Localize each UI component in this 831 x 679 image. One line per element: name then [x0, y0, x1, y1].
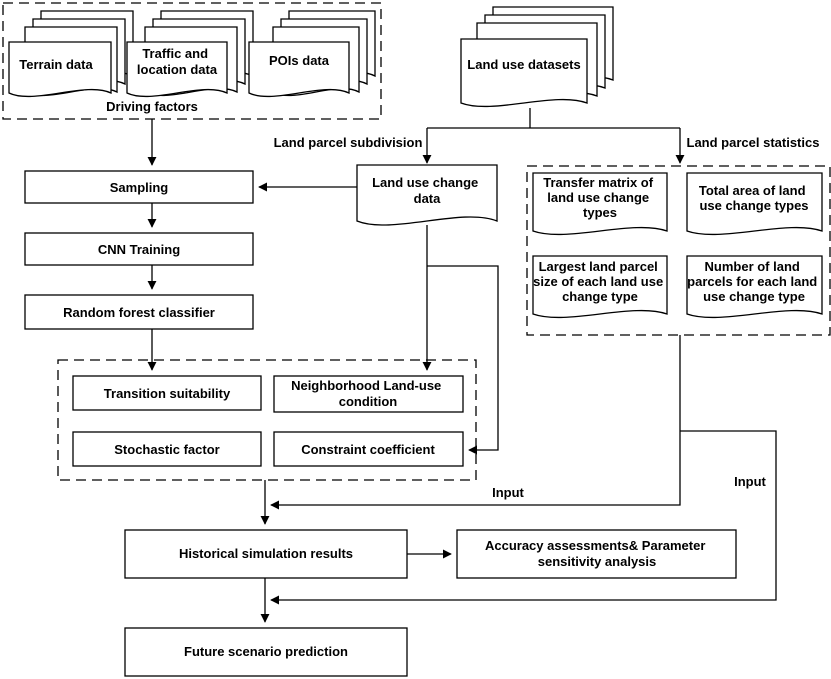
transition-suitability-box — [72, 375, 262, 411]
historical-simulation-label: Historical simulation results — [179, 546, 353, 561]
driving-factors-group: Terrain data Traffic and location data P… — [2, 2, 382, 120]
terrain-data-doc — [8, 41, 112, 98]
cnn-training-label: CNN Training — [98, 242, 180, 257]
land-use-change-data-label: Land use change data — [372, 175, 482, 206]
number-parcels-doc — [686, 255, 823, 319]
simulation-factors-group: Transition suitability Neighborhood Land… — [57, 359, 477, 481]
land-parcel-subdivision-label: Land parcel subdivision — [274, 135, 423, 150]
terrain-data-stack: Terrain data — [8, 10, 134, 98]
sampling-box — [24, 170, 254, 204]
arrow-statistics-input-to-historical — [270, 335, 681, 510]
neighborhood-label: Neighborhood Land-use condition — [291, 378, 445, 409]
driving-factors-label: Driving factors — [106, 99, 198, 114]
stochastic-factor-box — [72, 431, 262, 467]
total-area-doc — [686, 172, 823, 236]
input-label-historical: Input — [492, 485, 524, 500]
accuracy-assessment-box — [456, 529, 737, 579]
land-parcel-statistics-label: Land parcel statistics — [687, 135, 820, 150]
land-parcel-statistics-group: Transfer matrix of land use change types… — [526, 165, 831, 336]
future-prediction-box — [124, 627, 408, 677]
constraint-coefficient-box — [273, 431, 464, 467]
land-use-datasets-label: Land use datasets — [467, 57, 580, 72]
pois-data-label: POIs data — [269, 53, 330, 68]
terrain-data-label: Terrain data — [19, 57, 93, 72]
constraint-coefficient-label: Constraint coefficient — [301, 442, 435, 457]
transfer-matrix-label: Transfer matrix of land use change types — [543, 175, 656, 220]
neighborhood-box — [273, 375, 464, 413]
random-forest-label: Random forest classifier — [63, 305, 215, 320]
transfer-matrix-doc — [532, 172, 668, 236]
traffic-location-data-doc — [126, 41, 228, 98]
land-use-change-data-doc — [356, 164, 498, 226]
largest-parcel-doc — [532, 255, 668, 319]
accuracy-assessment-label: Accuracy assessments& Parameter sensitiv… — [485, 538, 709, 569]
pois-data-doc — [248, 41, 350, 98]
future-prediction-label: Future scenario prediction — [184, 644, 348, 659]
driving-factors-dashed-frame — [2, 2, 382, 120]
cnn-training-box — [24, 232, 254, 266]
stochastic-factor-label: Stochastic factor — [114, 442, 219, 457]
arrow-change-data-to-constraint — [427, 265, 499, 455]
land-use-datasets-stack: Land use datasets — [460, 6, 614, 108]
random-forest-box — [24, 294, 254, 330]
land-use-datasets-doc — [460, 38, 588, 108]
number-parcels-label: Number of land parcels for each land use… — [687, 259, 821, 304]
transition-suitability-label: Transition suitability — [104, 386, 231, 401]
statistics-dashed-frame — [526, 165, 831, 336]
land-use-change-data-node: Land use change data — [356, 164, 498, 226]
input-label-future: Input — [734, 474, 766, 489]
factors-dashed-frame — [57, 359, 477, 481]
total-area-label: Total area of land use change types — [699, 183, 809, 213]
arrow-statistics-input-to-future — [270, 430, 777, 605]
traffic-location-data-stack: Traffic and location data — [126, 10, 254, 98]
sampling-label: Sampling — [110, 180, 169, 195]
largest-parcel-label: Largest land parcel size of each land us… — [533, 259, 667, 304]
pois-data-stack: POIs data — [248, 10, 376, 98]
traffic-location-data-label: Traffic and location data — [137, 46, 218, 77]
